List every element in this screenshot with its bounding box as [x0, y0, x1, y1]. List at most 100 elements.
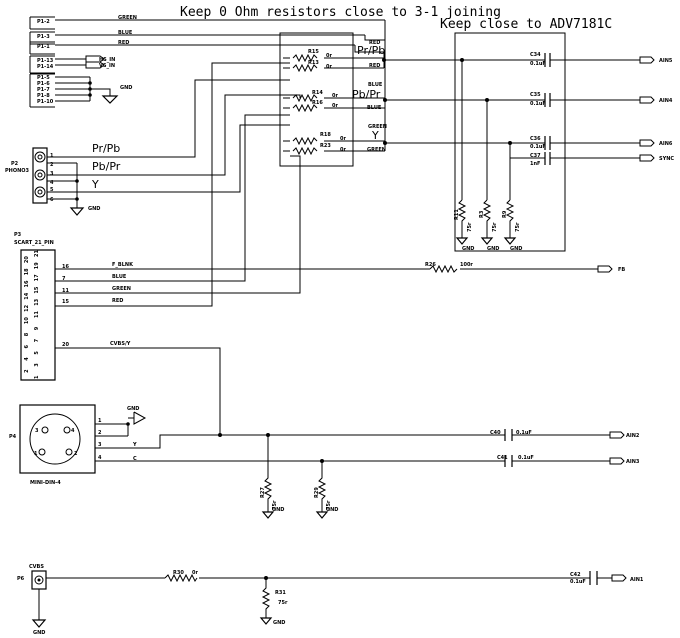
p1-pin-label: P1-13 — [37, 58, 54, 64]
gnd-label: GND — [272, 507, 284, 513]
green-net-label: GREEN — [118, 15, 137, 21]
joining-signal-label: Pr/Pb — [357, 44, 385, 57]
hs-net-label: HS_IN — [99, 57, 115, 63]
net-label: BLUE — [368, 82, 383, 88]
gnd-label: GND — [120, 85, 132, 91]
pin-number: 4 — [50, 180, 54, 186]
gnd-label: GND — [127, 406, 139, 412]
resistor-ref: R14 — [312, 90, 323, 96]
port-label: FB — [618, 267, 625, 273]
p1-pin-label: P1-8 — [37, 93, 50, 99]
pin-number: 1 — [50, 153, 54, 159]
face-pin: 4 — [71, 428, 75, 434]
pin-number: 7 — [62, 276, 66, 282]
net-label: BLUE — [112, 274, 127, 280]
p1-connector: P1-2 P1-3 P1-1 P1-13 P1-14 P1-5 P1-6 P1-… — [29, 15, 385, 108]
p1-pin-label: P1-14 — [37, 64, 54, 70]
p2-ref: P2 — [11, 161, 19, 167]
resistor-ref: R29 — [314, 487, 320, 498]
scart-body-pin: 2 — [24, 369, 30, 373]
adv-block: C34 0.1uF AIN5 C35 0.1uF AIN4 C36 0.1uF … — [384, 32, 674, 252]
net-label: RED — [369, 63, 380, 69]
pin-number: 11 — [62, 288, 69, 294]
scart-body-pin: 8 — [24, 332, 30, 336]
resistor-value: 75r — [467, 222, 473, 232]
joining-signal-label: Pb/Pr — [352, 88, 381, 101]
cap-ref: C37 — [530, 153, 541, 159]
resistor-value: 0r — [326, 53, 332, 59]
port-label: AIN2 — [626, 433, 640, 439]
cap-value: 0.1uF — [516, 430, 532, 436]
port-label: AIN5 — [659, 58, 673, 64]
p6-cvbs-connector: CVBS P6 GND R30 0r R31 75r GND C42 0.1uF… — [17, 564, 644, 636]
resistor-ref: R9 — [502, 210, 508, 218]
resistor-value: 0r — [340, 136, 346, 142]
pin-number: 2 — [98, 430, 102, 436]
scart-body-pin: 14 — [24, 292, 30, 299]
net-label: GREEN — [112, 286, 131, 292]
cap-value: 0.1uF — [530, 144, 546, 150]
p2-connector: P2 PHONO3 1 2 3 4 5 6 GND Pr/Pb Pb/Pr Y — [5, 79, 301, 216]
resistor-value: 0r — [192, 570, 198, 576]
scart-body-pin: 18 — [24, 268, 30, 275]
pin-number: 1 — [98, 418, 102, 424]
p1-pin-label: P1-1 — [37, 44, 50, 50]
scart-body-pin: 1 — [34, 375, 40, 379]
joining-signal-label: Y — [371, 129, 379, 142]
p4-minidin-connector: P4 3 4 1 2 MINI-DIN-4 1 2 3 4 GND Y C C4… — [9, 404, 640, 519]
scart-body-pin: 19 — [34, 262, 40, 269]
resistor-value: 0r — [326, 64, 332, 70]
net-label: RED — [369, 40, 380, 46]
port-label: AIN4 — [659, 98, 673, 104]
resistor-value: 75r — [515, 222, 521, 232]
resistor-value: 75r — [272, 500, 278, 510]
port-label: AIN6 — [659, 141, 673, 147]
p6-part: CVBS — [29, 564, 44, 570]
p2-part: PHONO3 — [5, 168, 30, 174]
resistor-value: 75r — [278, 600, 288, 606]
scart-body-pin: 11 — [34, 311, 40, 318]
scart-body-pin: 20 — [24, 256, 30, 263]
scart-body-pin: 10 — [24, 317, 30, 324]
pin-number: 3 — [50, 171, 54, 177]
face-pin: 2 — [74, 451, 78, 457]
scart-body-pin: 12 — [24, 304, 30, 311]
resistor-ref: R13 — [308, 60, 319, 66]
scart-body-pin: 16 — [24, 280, 30, 287]
net-label: RED — [112, 298, 123, 304]
vs-net-label: VS_IN — [99, 63, 115, 69]
scart-body-pin: 17 — [34, 274, 40, 281]
resistor-value: 0r — [332, 93, 338, 99]
p2-signal-label: Pb/Pr — [92, 160, 121, 173]
port-label: SYNC — [659, 156, 674, 162]
cap-ref: C35 — [530, 92, 541, 98]
cap-ref: C36 — [530, 136, 541, 142]
scart-body-pin: 15 — [34, 286, 40, 293]
resistor-ref: R3 — [479, 210, 485, 218]
scart-body-pin: 21 — [34, 250, 40, 257]
gnd-label: GND — [88, 206, 100, 212]
scart-body-pin: 4 — [24, 357, 30, 361]
scart-body-pin: 9 — [34, 326, 40, 330]
p4-part: MINI-DIN-4 — [30, 480, 61, 486]
port-label: AIN1 — [630, 577, 644, 583]
port-label: AIN3 — [626, 459, 640, 465]
resistor-value: 0r — [332, 103, 338, 109]
net-label: F_BLNK — [112, 262, 134, 268]
resistor-ref: R15 — [308, 49, 319, 55]
p6-ref: P6 — [17, 576, 25, 582]
p2-signal-label: Pr/Pb — [92, 142, 120, 155]
pin-number: 16 — [62, 264, 69, 270]
resistor-ref: R30 — [173, 570, 184, 576]
p1-pin-label: P1-7 — [37, 87, 50, 93]
pin-number: 4 — [98, 455, 102, 461]
cap-value: 0.1uF — [570, 579, 586, 585]
joining-block: R15 0r R13 0r R14 0r R16 0r R18 0r R23 0… — [279, 32, 387, 167]
p1-pin-label: P1-2 — [37, 19, 50, 25]
p2-signal-label: Y — [91, 178, 99, 191]
gnd-label: GND — [487, 246, 499, 252]
pin-number: 3 — [98, 442, 102, 448]
red-net-label: RED — [118, 40, 129, 46]
p4-ref: P4 — [9, 434, 17, 440]
